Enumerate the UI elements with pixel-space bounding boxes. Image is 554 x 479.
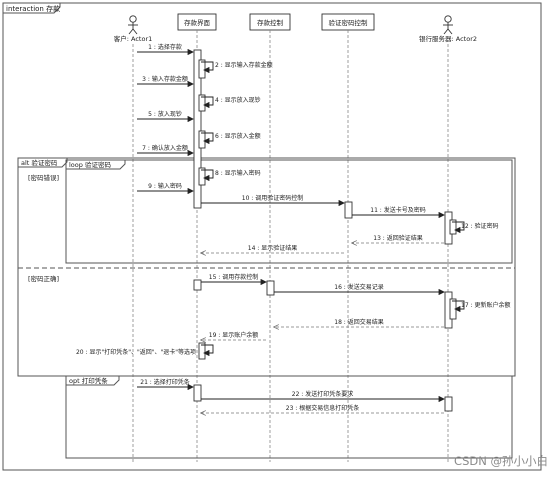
participant-customer-label: 客户: Actor1: [114, 34, 153, 43]
message-label: 11 : 发送卡号及密码: [370, 206, 425, 214]
fragment-alt-label: alt 验证密码: [21, 158, 58, 167]
actor-bank-icon: [443, 15, 453, 35]
fragment-opt-label: opt 打印凭条: [69, 376, 108, 385]
participant-customer: 客户: Actor1: [114, 15, 153, 43]
message-label: 15 : 调用存款控制: [209, 273, 258, 281]
message-1: 1 : 选择存款: [137, 43, 194, 56]
participant-ctrl-label: 存款控制: [257, 18, 284, 27]
message-18: 18 : 返回交易结果: [274, 318, 444, 327]
message-2: 2 : 显示输入存款金额: [201, 61, 273, 74]
message-23: 23 : 根据交易信息打印凭条: [201, 404, 444, 413]
message-label: 19 : 显示账户余额: [209, 331, 258, 339]
message-label: 4 : 显示放入现钞: [215, 96, 261, 104]
actor-customer-icon: [128, 15, 138, 35]
watermark: CSDN @孙小小白: [454, 454, 548, 468]
message-10: 10 : 调用验证密码控制: [201, 194, 345, 207]
message-label: 8 : 显示输入密码: [215, 169, 261, 177]
message-6: 6 : 显示放入金额: [201, 132, 261, 145]
message-arrow: [452, 221, 465, 234]
activation-ui-1: [193, 49, 202, 209]
message-arrow: [201, 132, 214, 145]
message-label: 13 : 返回验证结果: [373, 234, 422, 242]
activation-ui-2: [193, 279, 202, 291]
message-label: 3 : 输入存款金额: [142, 75, 188, 83]
message-label: 22 : 发送打印凭条要求: [292, 390, 353, 398]
activation-ctrl: [266, 280, 275, 296]
activation-bank-3: [444, 396, 453, 412]
fragment-opt: opt 打印凭条: [65, 375, 513, 459]
fragment-alt: alt 验证密码 [密码错误] [密码正确]: [17, 157, 516, 377]
participant-pwd-label: 验证密码控制: [329, 18, 369, 27]
message-12: 12 : 验证密码: [452, 221, 498, 234]
message-14: 14 : 显示验证结果: [201, 244, 344, 253]
message-label: 12 : 验证密码: [461, 222, 498, 230]
activation-ui-self-2: [198, 59, 206, 79]
participant-ctrl: 存款控制: [249, 13, 291, 31]
message-label: 14 : 显示验证结果: [248, 244, 297, 252]
message-label: 1 : 选择存款: [148, 43, 182, 51]
message-3: 3 : 输入存款金额: [137, 75, 194, 88]
message-arrow: [452, 300, 465, 313]
message-label: 23 : 根据交易信息打印凭条: [286, 404, 359, 412]
message-20: 20 : 显示"打印凭条"、"返回"、"退卡"等选项: [76, 344, 214, 357]
message-8: 8 : 显示输入密码: [201, 169, 261, 182]
message-19: 19 : 显示账户余额: [201, 331, 266, 340]
message-label: 16 : 发送交易记录: [334, 283, 383, 291]
message-arrow: [201, 96, 214, 109]
message-15: 15 : 调用存款控制: [201, 273, 267, 286]
message-label: 5 : 放入现钞: [148, 110, 182, 118]
fragment-alt-guard2: [密码正确]: [28, 274, 59, 283]
fragment-loop-label: loop 验证密码: [69, 160, 111, 169]
message-11: 11 : 发送卡号及密码: [352, 206, 445, 219]
message-label: 20 : 显示"打印凭条"、"返回"、"退卡"等选项: [76, 348, 196, 356]
message-label: 17 : 更新账户余额: [461, 301, 510, 309]
participant-pwd: 验证密码控制: [321, 13, 375, 31]
participant-bank: 银行服务器: Actor2: [419, 15, 477, 43]
message-9: 9 : 输入密码: [137, 182, 194, 195]
message-21: 21 : 选择打印凭条: [137, 378, 194, 391]
message-13: 13 : 返回验证结果: [352, 234, 444, 243]
activation-pwd: [344, 201, 353, 219]
message-label: 10 : 调用验证密码控制: [242, 194, 303, 202]
message-label: 18 : 返回交易结果: [334, 318, 383, 326]
message-arrow: [201, 61, 214, 74]
participant-ui: 存款界面: [177, 13, 217, 31]
activation-ui-self-6: [198, 130, 206, 149]
message-arrow: [201, 344, 214, 357]
message-label: 2 : 显示输入存款金额: [215, 61, 273, 69]
frame-title: interaction 存款: [6, 4, 60, 13]
message-label: 6 : 显示放入金额: [215, 132, 261, 140]
activations: [193, 49, 457, 412]
interaction-frame: interaction 存款: [2, 2, 542, 471]
activation-ui-3: [193, 384, 202, 402]
fragment-alt-guard1: [密码错误]: [28, 173, 59, 182]
participant-bank-label: 银行服务器: Actor2: [419, 34, 477, 43]
activation-ui-self-8: [198, 167, 206, 186]
message-label: 7 : 确认放入金额: [142, 144, 188, 152]
messages: 1 : 选择存款 2 : 显示输入存款金额 3 : 输入存款金额 4 : 显示放入现钞…: [76, 43, 510, 413]
fragment-loop: loop 验证密码: [65, 159, 513, 264]
message-7: 7 : 确认放入金额: [137, 144, 194, 157]
participant-ui-label: 存款界面: [184, 18, 211, 27]
message-16: 16 : 发送交易记录: [274, 283, 445, 296]
message-5: 5 : 放入现钞: [137, 110, 194, 123]
message-label: 9 : 输入密码: [148, 182, 182, 190]
message-17: 17 : 更新账户余额: [452, 300, 510, 313]
message-22: 22 : 发送打印凭条要求: [201, 390, 445, 403]
message-arrow: [201, 169, 214, 182]
message-label: 21 : 选择打印凭条: [140, 378, 189, 386]
message-4: 4 : 显示放入现钞: [201, 96, 261, 109]
